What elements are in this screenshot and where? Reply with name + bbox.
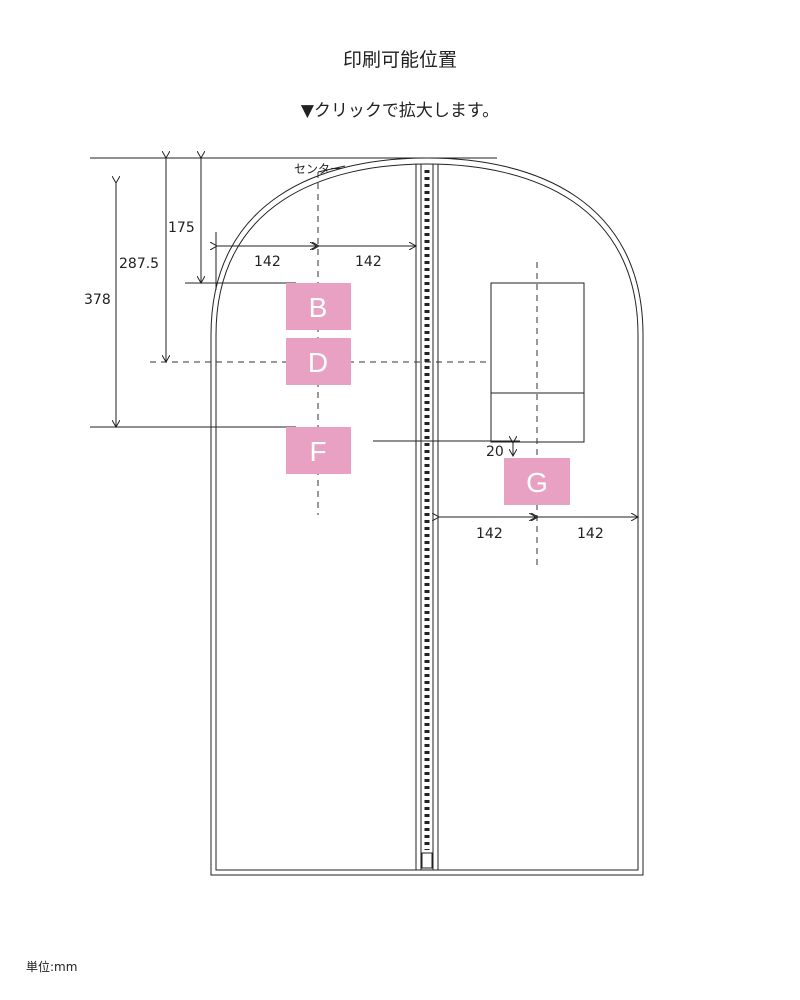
center-label: センター [294,162,342,176]
print-area-label: G [526,467,548,498]
dim-left-half: 142 [254,254,281,270]
print-area-label: B [309,292,328,323]
print-area-label: D [308,347,328,378]
dim-top-to-d: 287.5 [119,256,159,272]
print-area-b[interactable]: B [286,283,351,330]
page-title: 印刷可能位置 [343,49,457,71]
dim-top-to-b: 175 [168,220,195,236]
print-area-d[interactable]: D [286,338,351,385]
dim-g-left: 142 [476,526,503,542]
zoom-hint[interactable]: ▼クリックで拡大します。 [301,101,499,121]
dim-pocket-to-g: 20 [486,444,504,460]
dim-g-right: 142 [577,526,604,542]
zipper [415,164,439,870]
dim-top-to-f: 378 [84,292,111,308]
print-area-label: F [309,436,326,467]
print-area-f[interactable]: F [286,427,351,474]
unit-label: 単位:mm [26,959,77,974]
print-area-g[interactable]: G [504,458,570,505]
dim-right-half: 142 [355,254,382,270]
